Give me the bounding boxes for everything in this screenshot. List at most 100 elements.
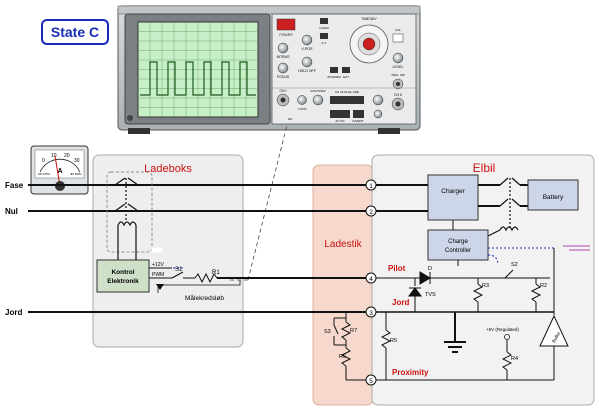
meter-scale-0: 0 (42, 158, 45, 164)
ammeter: 0 10 20 30 A DIN 43781 IEC 60051 (30, 145, 89, 195)
jord-label-car: Jord (392, 298, 409, 307)
level-knob[interactable] (392, 52, 404, 64)
x-y-label: X-Y (321, 41, 326, 45)
at-norm-label: AT/NORM (327, 75, 341, 79)
pin-1-label: 1 (369, 183, 373, 190)
ch-mode-buttons[interactable] (330, 96, 364, 104)
cal-button[interactable] (392, 33, 404, 43)
state-label: State C (41, 19, 109, 45)
ch2-volts-knob[interactable] (372, 94, 384, 106)
charger-box (427, 174, 479, 221)
jord-label-left: Jord (5, 308, 22, 317)
r6-label: R6 (339, 354, 346, 360)
r1-label: R1 (212, 270, 220, 276)
ext-label: EXT (343, 75, 349, 79)
r2-resistor (530, 283, 542, 303)
charge-controller-box (427, 229, 489, 261)
v5-label: +5V (Regulated) (486, 327, 519, 332)
ladeboks-contactor (106, 171, 153, 260)
battery-box (527, 179, 579, 211)
ch-mode-label: CH I/II DUAL ADD (335, 90, 360, 94)
ladeboks-title: Ladeboks (144, 163, 192, 175)
buffer-triangle (539, 314, 569, 347)
x-mag-button[interactable] (320, 18, 328, 24)
power-button[interactable] (276, 18, 296, 31)
battery-label: Battery (543, 194, 564, 201)
elbil-title: Elbil (473, 161, 496, 175)
controller-label-1: Charge (448, 239, 468, 245)
ch1-volts-knob[interactable] (312, 94, 324, 106)
trig-label: TRIG. INP (391, 73, 405, 77)
probe-line-1 (247, 124, 288, 281)
ch1-volts-label: VOLTS/DIV (310, 89, 325, 93)
oscilloscope: POWER INTENS FOCUS X-POS HOLD OFF X-MAG … (117, 5, 421, 134)
hold-off-knob[interactable] (301, 56, 313, 68)
ext-button[interactable] (342, 67, 350, 73)
maalekreds-label: Målekredsløb (185, 294, 224, 302)
ladeboks-region (92, 154, 244, 348)
invert-label: INVERT (353, 119, 364, 123)
ch2-label: CH II (394, 93, 402, 97)
charger-label: Charger (441, 188, 465, 195)
maalekreds-arrow (156, 284, 164, 290)
focus-knob[interactable] (277, 62, 289, 74)
v5-terminal (504, 334, 510, 340)
kontrol-elektronik-box (96, 259, 150, 293)
at-norm-button[interactable] (330, 67, 338, 73)
ch1-ypos-knob[interactable] (297, 95, 307, 105)
connector-pins (365, 179, 377, 386)
tvs-label: TVS (425, 292, 436, 298)
fase-label: Fase (5, 181, 24, 190)
r2-label: R2 (540, 283, 547, 289)
s1-label: S1 (175, 267, 183, 273)
meter-scale-20: 20 (64, 153, 70, 159)
diode-d (419, 271, 431, 285)
level-label: LEVEL (393, 65, 404, 69)
x-y-button[interactable] (320, 33, 328, 39)
r3-resistor (472, 283, 484, 303)
nul-label: Nul (5, 207, 18, 216)
meter-small-right: IEC 60051 (70, 173, 82, 176)
pwm-waveform (140, 61, 256, 96)
ch2-ypos-knob[interactable] (373, 109, 383, 119)
ac-dc-buttons[interactable] (330, 110, 350, 118)
ground-symbol (444, 312, 466, 353)
time-div-knob[interactable] (362, 37, 376, 51)
kontrol-label-2: Elektronik (107, 278, 139, 285)
ladestik-title: Ladestik (324, 239, 362, 250)
pin-5-label: 5 (369, 378, 373, 385)
r4-resistor (501, 351, 513, 371)
x-pos-knob[interactable] (301, 34, 313, 46)
ch1-label: CH I (280, 89, 287, 93)
intens-label: INTENS (277, 55, 291, 59)
s2-label: S2 (511, 262, 518, 268)
r5-label: R5 (390, 338, 397, 344)
invert-button[interactable] (353, 110, 364, 118)
intens-knob[interactable] (277, 42, 289, 54)
meter-needle (54, 155, 61, 187)
v12-label: +12V (152, 262, 164, 268)
meter-unit: A (57, 168, 62, 175)
pin-2-label: 2 (369, 209, 373, 216)
ac-dc-label: AC DC (335, 119, 345, 123)
s3-label: S3 (324, 329, 331, 335)
buffer-label: Buffer (551, 330, 562, 343)
d-label: D (428, 266, 432, 272)
ch1-ypos-label: Y-POS (297, 107, 306, 111)
pwm-label: PWM (152, 272, 164, 278)
r7-label: R7 (350, 328, 357, 334)
elbil-contactor (487, 177, 521, 237)
kontrol-label-1: Kontrol (111, 269, 134, 276)
proximity-label: Proximity (392, 368, 429, 377)
meter-scale-30: 30 (74, 158, 80, 164)
pin-4-label: 4 (369, 276, 373, 283)
r5-resistor (380, 329, 392, 349)
x-mag-label: X-MAG (319, 26, 330, 30)
controller-label-2: Controller (445, 248, 471, 254)
meter-small-left: DIN 43781 (38, 173, 51, 176)
r1-resistor (194, 272, 218, 284)
pilot-label: Pilot (388, 264, 406, 273)
r6-resistor (340, 347, 352, 367)
meter-scale-10: 10 (51, 153, 57, 159)
